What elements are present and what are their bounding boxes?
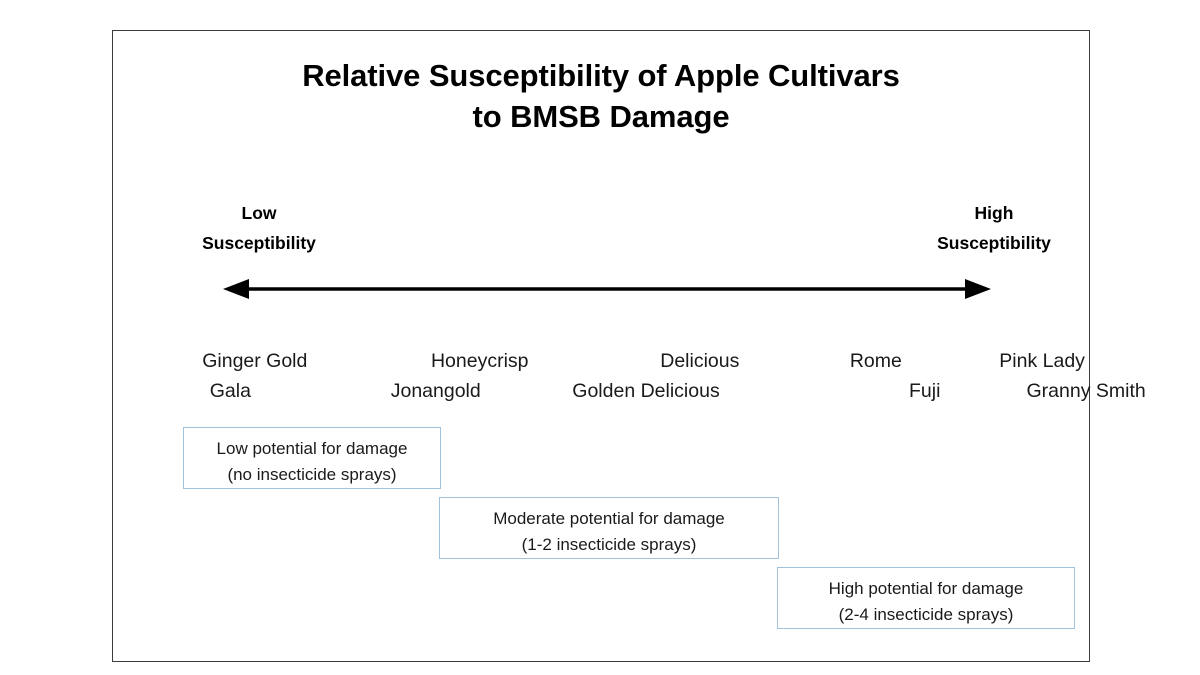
cultivar-top-item: Ginger Gold bbox=[202, 350, 308, 372]
cultivar-bottom-item: Granny Smith bbox=[1026, 380, 1146, 402]
cultivar-bottom-item: Golden Delicious bbox=[572, 380, 720, 402]
cultivar-bottom-item: Gala bbox=[209, 380, 251, 402]
axis-label-high-line-2: Susceptibility bbox=[937, 232, 1051, 253]
callout-low-line-1: Low potential for damage bbox=[216, 439, 408, 458]
title-line-1: Relative Susceptibility of Apple Cultiva… bbox=[302, 58, 900, 93]
axis-label-high-line-1: High bbox=[974, 203, 1014, 223]
cultivar-row-top: Ginger Gold Honeycrisp Delicious Rome Pink L… bbox=[113, 346, 1091, 376]
susceptibility-axis-arrow-icon bbox=[223, 279, 991, 299]
title-line-2: to BMSB Damage bbox=[472, 99, 730, 135]
cultivar-top-item: Rome bbox=[849, 350, 902, 372]
cultivar-top-item: Honeycrisp bbox=[430, 350, 529, 372]
callout-low-potential: Low potential for damage (no insecticide… bbox=[183, 427, 441, 489]
callout-high-line-2: (2-4 insecticide sprays) bbox=[838, 604, 1014, 624]
cultivar-bottom-item: Fuji bbox=[909, 380, 941, 402]
callout-high-potential: High potential for damage (2-4 insectici… bbox=[777, 567, 1075, 629]
callout-moderate-potential: Moderate potential for damage (1-2 insec… bbox=[439, 497, 779, 559]
cultivar-top-item: Pink Lady bbox=[999, 350, 1085, 372]
cultivar-row-bottom: Gala Jonangold Golden Delicious Fuji Granny … bbox=[113, 376, 1146, 406]
cultivar-bottom-item: Jonangold bbox=[390, 380, 481, 402]
axis-label-low-susceptibility: Low Susceptibility bbox=[159, 199, 359, 259]
cultivar-top-item: Delicious bbox=[660, 350, 740, 372]
slide-frame: Relative Susceptibility of Apple Cultiva… bbox=[112, 30, 1146, 662]
axis-label-low-line-1: Low bbox=[241, 203, 277, 223]
page-title: Relative Susceptibility of Apple Cultiva… bbox=[113, 55, 1089, 137]
callout-moderate-line-2: (1-2 insecticide sprays) bbox=[521, 534, 697, 554]
callout-low-line-2: (no insecticide sprays) bbox=[227, 464, 397, 484]
axis-label-low-line-2: Susceptibility bbox=[202, 232, 316, 253]
callout-high-line-1: High potential for damage bbox=[828, 579, 1024, 598]
callout-moderate-line-1: Moderate potential for damage bbox=[493, 509, 725, 528]
axis-label-high-susceptibility: High Susceptibility bbox=[889, 199, 1099, 259]
